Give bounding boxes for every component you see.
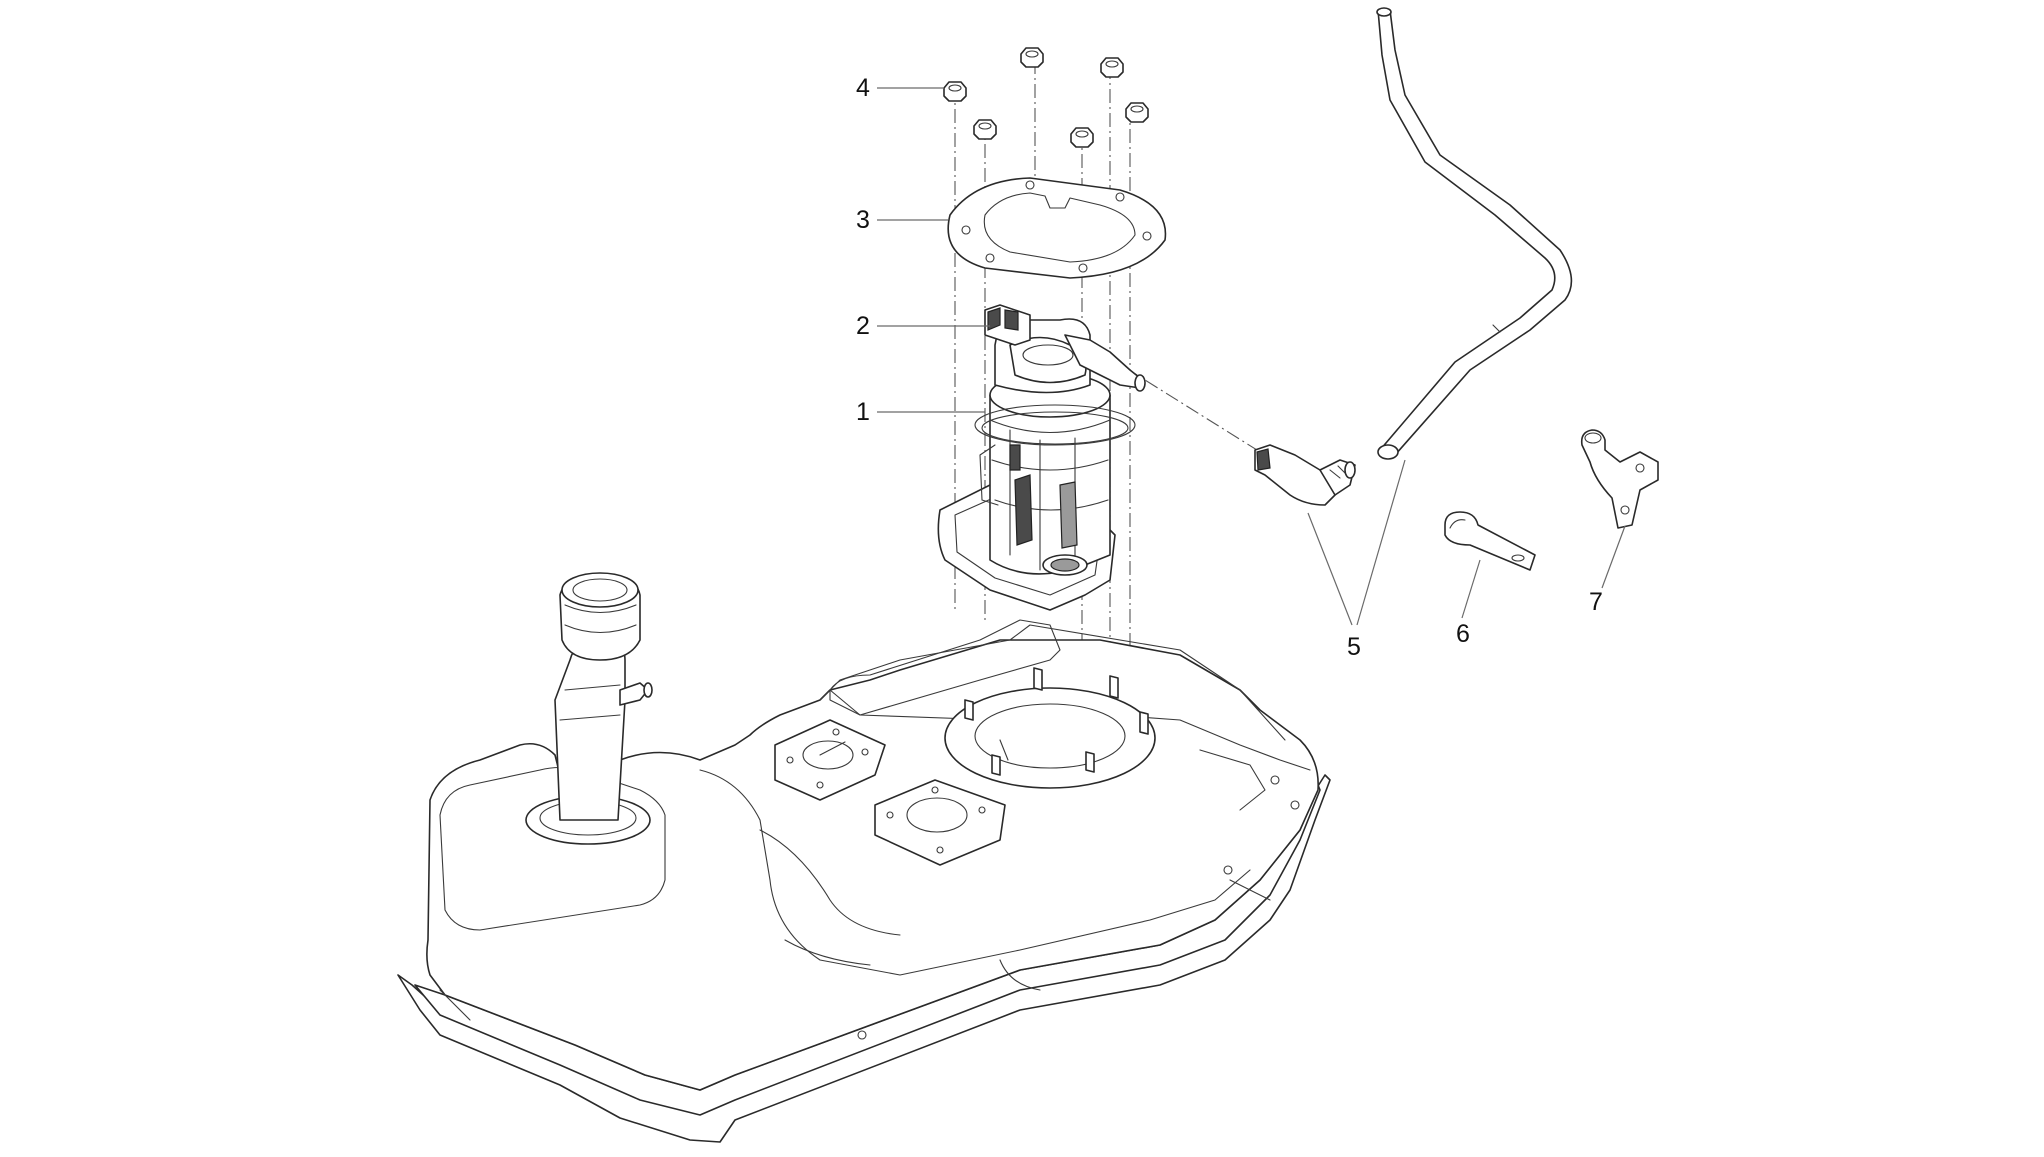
- callout-3: 3: [856, 206, 870, 234]
- fuel-pump: [937, 304, 1146, 611]
- callout-7: 7: [1589, 588, 1603, 616]
- fuel-tank: [397, 572, 1331, 1143]
- fuel-hose: [1376, 7, 1573, 460]
- bracket: [1580, 429, 1659, 529]
- callout-6: 6: [1456, 620, 1470, 648]
- callout-5: 5: [1347, 633, 1361, 661]
- hose-clamp: [1444, 511, 1536, 571]
- tank-studs: [964, 667, 1149, 776]
- leader-lines: [877, 87, 1626, 626]
- callout-labels: 4 3 2 1 5 6 7: [856, 74, 1603, 661]
- callout-2: 2: [856, 312, 870, 340]
- gasket-plate: [947, 177, 1167, 279]
- callout-4: 4: [856, 74, 870, 102]
- hex-nuts: [943, 47, 1149, 148]
- callout-1: 1: [856, 398, 870, 426]
- elbow-connector: [1254, 444, 1356, 506]
